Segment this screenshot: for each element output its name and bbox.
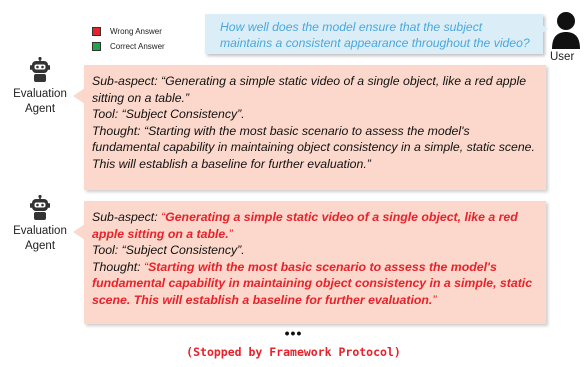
user-icon [552, 12, 580, 49]
thought-prefix: Thought: [92, 123, 144, 138]
legend-correct-label: Correct Answer [110, 42, 165, 51]
stopped-protocol-label: (Stopped by Framework Protocol) [186, 345, 401, 359]
subaspect-line: Sub-aspect: “Generating a simple static … [92, 73, 538, 106]
thought-open-quote: “ [143, 259, 149, 274]
ellipsis: ••• [284, 325, 303, 341]
tool-line: Tool: “Subject Consistency”. [92, 243, 245, 257]
legend-correct: Correct Answer [92, 39, 165, 54]
agent-response-bubble-correct: Sub-aspect: “Generating a simple static … [84, 65, 546, 190]
legend-wrong: Wrong Answer [92, 24, 165, 39]
user-label: User [550, 51, 575, 63]
subaspect-open-quote: “ [161, 210, 166, 224]
agent-label: Evaluation Agent [2, 87, 78, 117]
agent-label-line2: Agent [24, 103, 56, 115]
user-bubble-tail [538, 22, 548, 36]
user-question-bubble: How well does the model ensure that the … [205, 14, 543, 54]
agent-label-line2: Agent [24, 240, 56, 252]
agent-label-line1: Evaluation [13, 88, 67, 100]
thought-prefix: Thought: [92, 259, 144, 274]
agent-bubble-tail [73, 224, 85, 240]
legend-wrong-label: Wrong Answer [110, 27, 162, 36]
thought-line: Thought: “Starting with the most basic s… [92, 123, 538, 173]
wrong-answer-swatch [92, 27, 101, 36]
agent-label-line1: Evaluation [13, 225, 67, 237]
thought-text: “Starting with the most basic scenario t… [92, 123, 535, 171]
subaspect-line: Sub-aspect: “Generating a simple static … [92, 209, 538, 242]
subaspect-prefix: Sub-aspect: [92, 74, 162, 88]
subaspect-close-quote: ” [228, 226, 233, 241]
robot-icon [30, 195, 50, 220]
robot-icon [30, 57, 50, 82]
subaspect-text: “Generating a simple static video of a s… [92, 74, 527, 105]
agent-response-bubble-wrong: Sub-aspect: “Generating a simple static … [84, 201, 546, 324]
subaspect-prefix: Sub-aspect: [92, 210, 162, 224]
agent-label: Evaluation Agent [2, 224, 78, 254]
correct-answer-swatch [92, 42, 101, 51]
thought-close-quote: ” [432, 292, 437, 307]
subaspect-text-wrong: Generating a simple static video of a si… [92, 210, 518, 241]
tool-line: Tool: “Subject Consistency”. [92, 107, 245, 121]
thought-text-wrong: Starting with the most basic scenario to… [92, 259, 533, 307]
legend: Wrong Answer Correct Answer [92, 24, 165, 54]
agent-bubble-tail [73, 88, 85, 104]
thought-line: Thought: “Starting with the most basic s… [92, 259, 538, 309]
